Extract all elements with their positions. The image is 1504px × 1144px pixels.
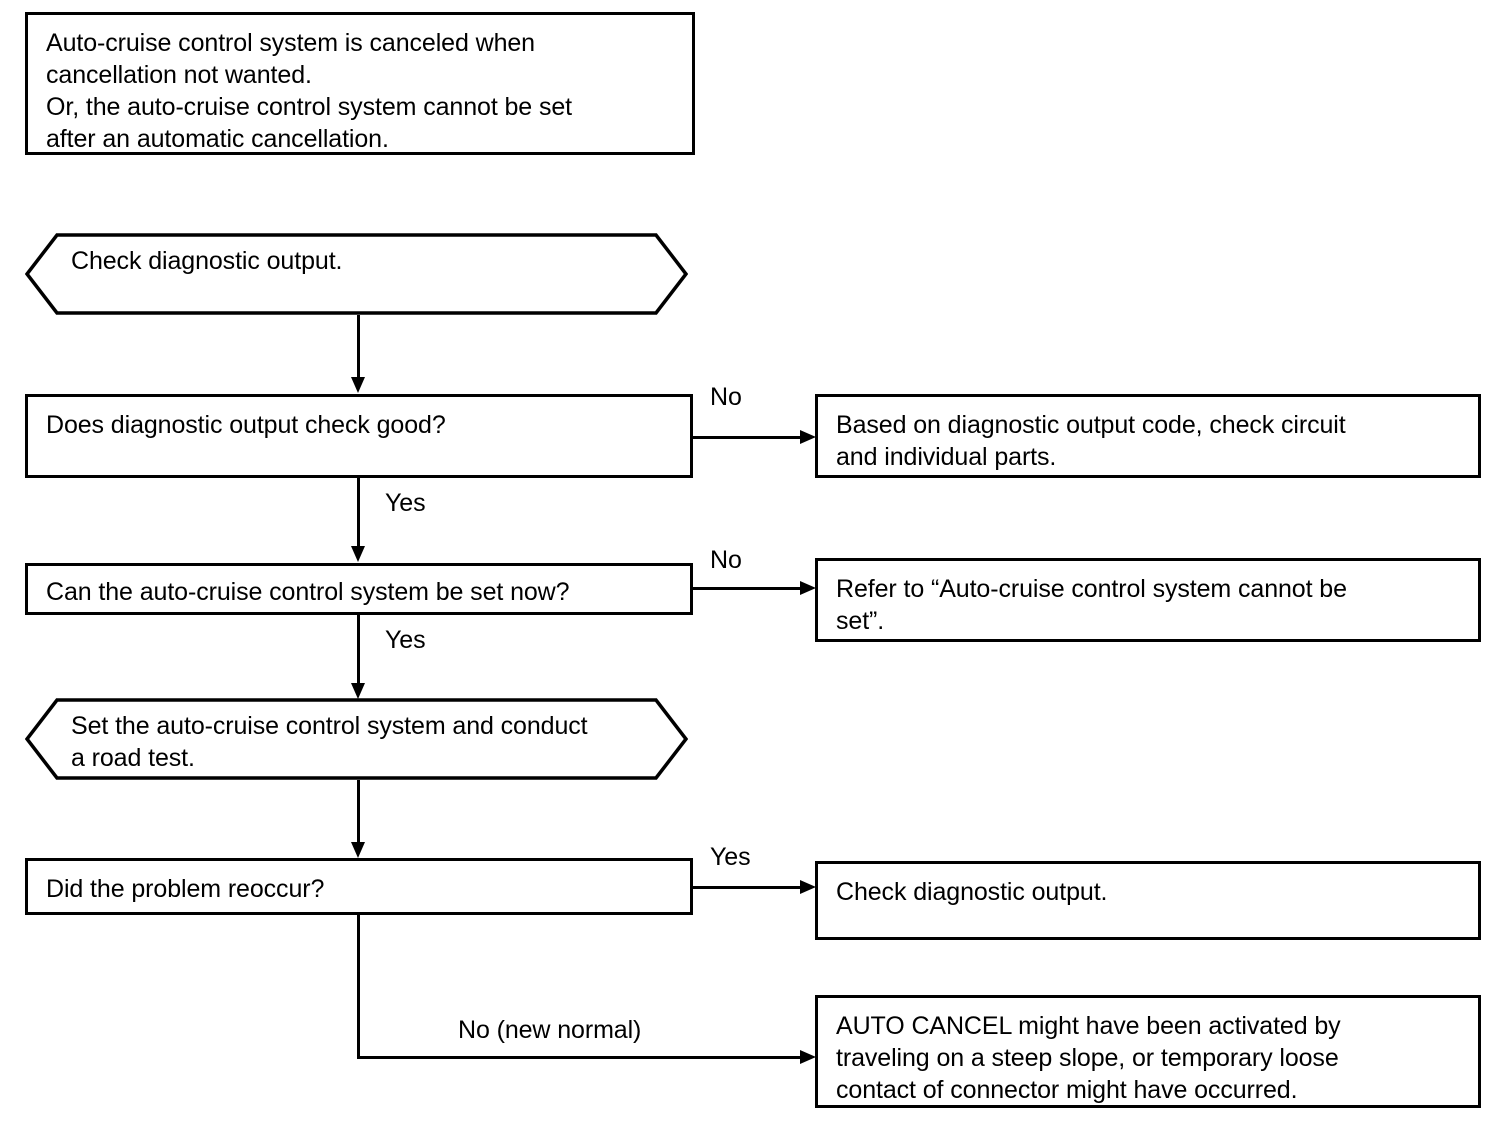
edge-label-output-good-no: No [710,383,742,411]
node-q-output-good: Does diagnostic output check good? [25,394,693,478]
node-refer-cannot-be-set: Refer to “Auto-cruise control system can… [815,558,1481,642]
edge-q2-no-arrowhead [800,581,816,595]
node-based-on-code-text: Based on diagnostic output code, check c… [836,411,1346,471]
edge-q3-no-arrowhead [800,1050,816,1064]
node-symptom-text: Auto-cruise control system is canceled w… [46,29,573,153]
hexagon-outline [25,698,688,780]
edge-q3-no-vline [357,915,360,1059]
edge-label-can-set-no: No [710,546,742,574]
node-check-diagnostic-output-start-text: Check diagnostic output. [71,247,343,275]
edge-label-can-set-yes: Yes [385,626,426,654]
edge-q3-yes-arrowhead [800,880,816,894]
node-symptom: Auto-cruise control system is canceled w… [25,12,695,155]
node-q-can-set-now: Can the auto-cruise control system be se… [25,563,693,615]
node-q-problem-reoccur-text: Did the problem reoccur? [46,875,325,903]
node-auto-cancel-note: AUTO CANCEL might have been activated by… [815,995,1481,1108]
hexagon-outline [25,233,688,315]
node-q-can-set-now-text: Can the auto-cruise control system be se… [46,578,570,606]
edge-q3-no-hline [357,1056,803,1059]
edge-label-output-good-yes: Yes [385,489,426,517]
edge-roadtest-to-q3-line [357,780,360,848]
node-q-output-good-text: Does diagnostic output check good? [46,411,446,439]
node-q-problem-reoccur: Did the problem reoccur? [25,858,693,915]
edge-q2-yes-arrowhead [351,683,365,699]
edge-q3-yes-line [693,886,803,889]
edge-roadtest-to-q3-arrowhead [351,842,365,858]
node-check-diagnostic-output-again-text: Check diagnostic output. [836,878,1108,906]
edge-q2-yes-line [357,615,360,691]
node-refer-cannot-be-set-text: Refer to “Auto-cruise control system can… [836,575,1347,635]
edge-q2-no-line [693,587,803,590]
node-check-diagnostic-output-start: Check diagnostic output. [25,233,688,315]
node-check-diagnostic-output-again: Check diagnostic output. [815,861,1481,940]
node-set-and-road-test: Set the auto-cruise control system and c… [25,698,688,780]
node-set-and-road-test-text: Set the auto-cruise control system and c… [71,712,588,772]
node-auto-cancel-note-text: AUTO CANCEL might have been activated by… [836,1012,1341,1104]
edge-label-reoccur-no: No (new normal) [458,1016,642,1044]
edge-start-to-q1-line [357,315,360,379]
edge-label-reoccur-yes: Yes [710,843,751,871]
edge-q1-yes-line [357,478,360,554]
edge-q1-yes-arrowhead [351,546,365,562]
edge-q1-no-line [693,436,803,439]
edge-start-to-q1-arrowhead [351,377,365,393]
edge-q1-no-arrowhead [800,430,816,444]
node-based-on-code: Based on diagnostic output code, check c… [815,394,1481,478]
